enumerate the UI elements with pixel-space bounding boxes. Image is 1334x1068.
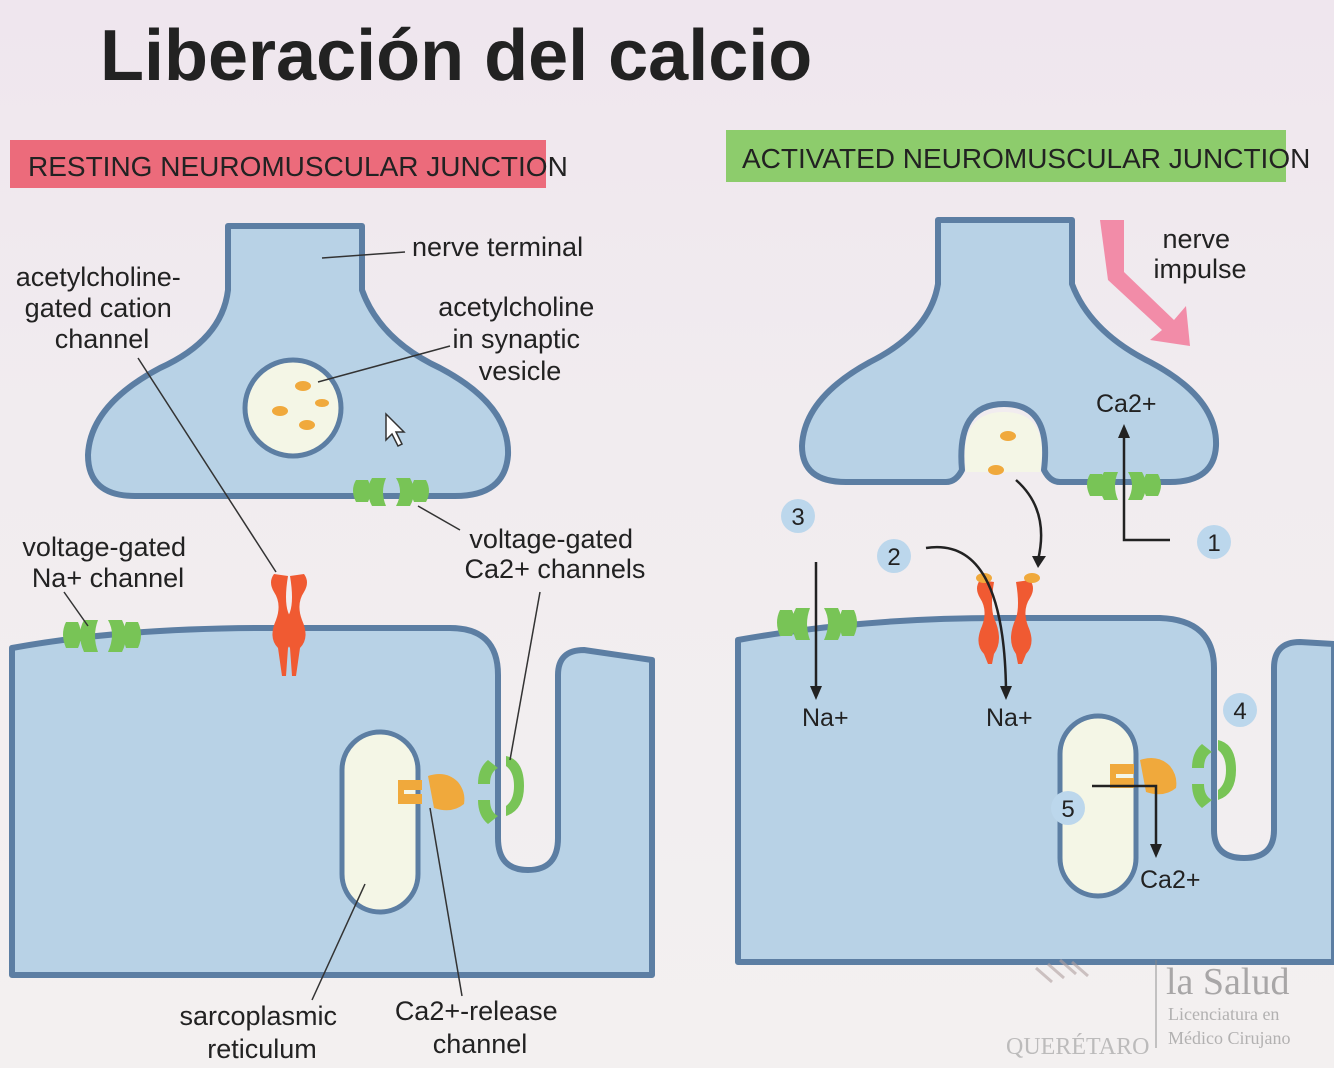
mouse-cursor-icon <box>385 412 406 448</box>
step-4: 4 <box>1233 698 1246 725</box>
fusing-vesicle <box>964 412 1042 472</box>
flow-arrows <box>814 432 1170 848</box>
ca-release-channel-left <box>398 774 465 811</box>
label-nerve-impulse: nerve impulse <box>1153 224 1246 284</box>
label-na-left: Na+ <box>802 704 849 732</box>
university-seal-icon <box>1035 958 1089 984</box>
nerve-impulse-arrow <box>1100 220 1190 346</box>
label-ca-top: Ca2+ <box>1096 390 1156 418</box>
leader-lines-left <box>63 251 541 1001</box>
voltage-gated-na-channel-right <box>777 608 857 640</box>
acetylcholine-molecules <box>272 381 329 430</box>
voltage-gated-ca-channel-tubule-right <box>1192 740 1236 808</box>
arrowheads <box>810 424 1162 858</box>
label-voltage-ca: voltage-gated Ca2+ channels <box>465 524 646 584</box>
label-voltage-na: voltage-gated Na+ channel <box>22 532 193 593</box>
label-ca-bottom: Ca2+ <box>1140 866 1200 894</box>
watermark-line3: Médico Cirujano <box>1168 1028 1290 1048</box>
activated-panel: ACTIVATED NEUROMUSCULAR JUNCTION <box>726 130 1334 965</box>
sarcoplasmic-reticulum-left <box>339 729 421 915</box>
watermark-line2: Licenciatura en <box>1168 1004 1279 1024</box>
step-1: 1 <box>1207 530 1220 557</box>
voltage-gated-ca-channel-left <box>353 478 429 506</box>
step-3: 3 <box>791 504 804 531</box>
nerve-terminal-right <box>799 217 1220 485</box>
step-badges <box>781 499 1257 825</box>
released-acetylcholine <box>988 431 1016 475</box>
resting-header: RESTING NEUROMUSCULAR JUNCTION <box>28 151 568 182</box>
step-5: 5 <box>1061 796 1074 823</box>
step-2: 2 <box>887 544 900 571</box>
label-nerve-terminal: nerve terminal <box>412 232 583 262</box>
label-sarcoplasmic: sarcoplasmic reticulum <box>179 1001 344 1064</box>
activated-header: ACTIVATED NEUROMUSCULAR JUNCTION <box>742 143 1310 174</box>
activated-header-box <box>726 130 1286 182</box>
resting-header-box <box>10 140 546 188</box>
page-title: Liberación del calcio <box>100 16 812 96</box>
synaptic-vesicle <box>242 357 344 459</box>
voltage-gated-na-channel-left <box>63 620 141 652</box>
muscle-fiber-left <box>9 625 655 978</box>
label-ach-cation-channel: acetylcholine- gated cation channel <box>16 262 189 354</box>
ach-gated-channel-left <box>271 574 307 676</box>
resting-panel: RESTING NEUROMUSCULAR JUNCTION <box>9 140 655 1064</box>
label-ca-release: Ca2+-release channel <box>395 996 565 1059</box>
watermark-city: QUERÉTARO <box>1006 1034 1149 1060</box>
label-ach-vesicle: acetylcholine in synaptic vesicle <box>438 292 602 386</box>
voltage-gated-ca-channel-right <box>1087 472 1161 500</box>
voltage-gated-ca-channel-tubule <box>478 756 524 824</box>
label-na-mid: Na+ <box>986 704 1033 732</box>
watermark: la Salud Licenciatura en Médico Cirujano… <box>1006 958 1290 1060</box>
watermark-line1: la Salud <box>1166 961 1289 1003</box>
muscle-fiber-right <box>735 615 1334 965</box>
